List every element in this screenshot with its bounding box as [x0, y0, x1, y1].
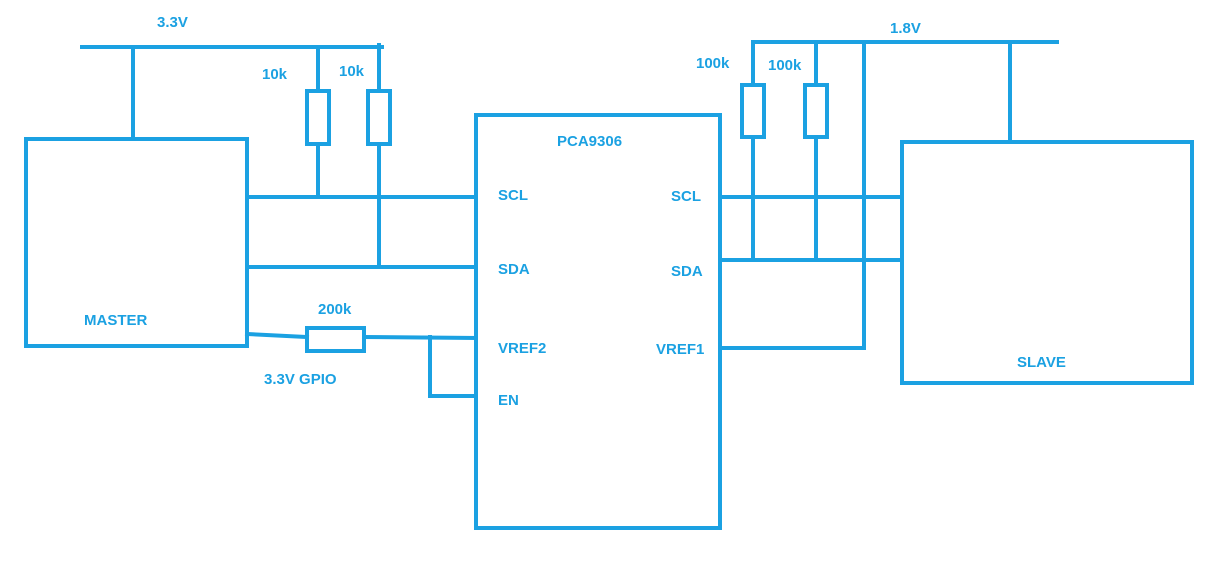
pullup-resistor-1	[305, 89, 331, 146]
pin-scl-right: SCL	[671, 188, 701, 205]
gpio-line-b	[361, 334, 479, 341]
pullup-resistor-1-label: 10k	[262, 66, 288, 83]
pullup-resistor-3	[740, 83, 766, 139]
pin-sda-right: SDA	[671, 263, 703, 280]
slave-block	[900, 140, 1194, 385]
pca9306-chip	[474, 113, 722, 530]
gpio-label: 3.3V GPIO	[264, 371, 337, 388]
chip-label: PCA9306	[557, 133, 622, 150]
gpio-line-a	[244, 331, 310, 340]
pullup-resistor-2-label: 10k	[339, 63, 365, 80]
pullup-resistor-3-label: 100k	[696, 55, 730, 72]
pin-vref1: VREF1	[656, 341, 704, 358]
series-resistor	[305, 326, 366, 353]
master-label: MASTER	[84, 312, 148, 329]
pin-scl-left: SCL	[498, 187, 528, 204]
pin-en: EN	[498, 392, 519, 409]
pullup-resistor-2	[366, 89, 392, 146]
master-block	[24, 137, 249, 348]
pullup-resistor-4	[803, 83, 829, 139]
pullup-resistor-4-label: 100k	[768, 57, 802, 74]
slave-label: SLAVE	[1017, 354, 1066, 371]
rail-1v8-label: 1.8V	[890, 20, 921, 37]
series-resistor-label: 200k	[318, 301, 352, 318]
pin-sda-left: SDA	[498, 261, 530, 278]
pin-vref2: VREF2	[498, 340, 546, 357]
rail-3v3-label: 3.3V	[157, 14, 188, 31]
